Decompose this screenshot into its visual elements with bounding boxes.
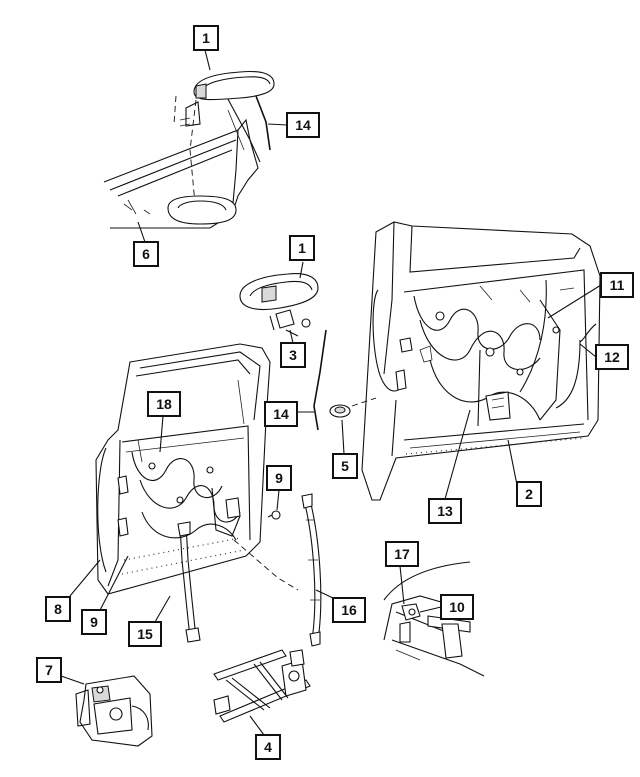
svg-text:7: 7 [45,662,53,678]
callout-1-top: 1 [193,25,219,51]
door-shell-left [95,343,299,595]
callout-14-top: 14 [286,112,320,138]
svg-text:6: 6 [142,246,150,262]
door-bumper-part [329,397,377,418]
callout-13: 13 [428,498,462,524]
svg-text:10: 10 [449,599,465,615]
callout-8: 8 [45,596,71,622]
outer-door-handle-top [179,70,275,151]
callout-6: 6 [133,241,159,267]
callout-3: 3 [280,342,306,368]
svg-text:15: 15 [137,626,153,642]
screw-part [267,510,281,520]
callout-1-middle: 1 [289,235,315,261]
callout-4: 4 [255,734,281,760]
callout-7: 7 [36,657,62,683]
svg-text:9: 9 [90,614,98,630]
callout-12: 12 [595,344,629,370]
svg-text:3: 3 [289,347,297,363]
svg-text:2: 2 [525,486,533,502]
door-latch-7 [75,675,153,747]
callout-11: 11 [600,272,634,298]
callout-16: 16 [332,597,366,623]
svg-text:9: 9 [275,470,283,486]
svg-text:12: 12 [604,349,620,365]
weatherstrip-16 [301,493,322,647]
callout-9-middle: 9 [266,465,292,491]
callout-14-middle: 14 [264,401,298,427]
callout-10: 10 [440,594,474,620]
svg-text:14: 14 [295,117,311,133]
outer-door-handle-middle [239,273,327,431]
svg-text:5: 5 [341,458,349,474]
svg-text:16: 16 [341,602,357,618]
svg-text:18: 18 [156,396,172,412]
top-door-skin-illustration [103,87,261,229]
callout-15: 15 [128,621,162,647]
svg-text:11: 11 [610,277,625,293]
callout-18: 18 [147,391,181,417]
svg-text:13: 13 [437,503,453,519]
svg-text:14: 14 [273,406,289,422]
inner-door-panel-right [361,221,601,501]
svg-text:1: 1 [298,240,306,256]
callout-5: 5 [332,453,358,479]
callout-9-bottom: 9 [81,609,107,635]
svg-text:8: 8 [54,601,62,617]
window-regulator-4 [213,649,311,723]
svg-text:1: 1 [202,30,210,46]
svg-text:4: 4 [264,739,272,755]
glass-run-channel-15 [177,521,201,643]
callout-17: 17 [385,541,419,567]
svg-text:17: 17 [394,546,410,562]
callout-2: 2 [516,481,542,507]
